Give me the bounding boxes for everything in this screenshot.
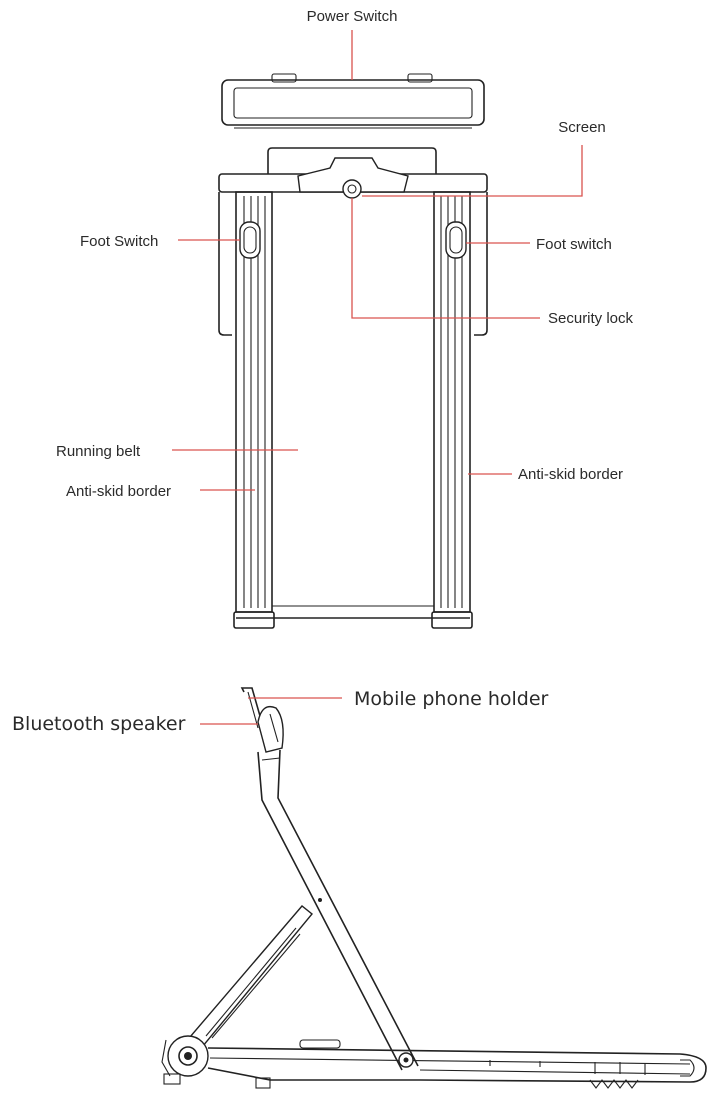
- upright-column-front: [257, 751, 403, 1071]
- console-clip-right: [407, 73, 433, 83]
- screen-hub: [297, 157, 409, 193]
- side-handle-right: [474, 192, 488, 336]
- rear-feet: [589, 1079, 639, 1089]
- handle-bracket: [267, 147, 437, 174]
- label-mobile-phone-holder: Mobile phone holder: [354, 688, 549, 710]
- label-foot-switch-left: Foot Switch: [80, 233, 158, 250]
- phone-holder-shape: [240, 687, 265, 731]
- security-lock-knob: [342, 179, 362, 199]
- console-clip-left: [271, 73, 297, 83]
- deck-frame: [207, 1047, 707, 1083]
- rear-foot-right: [431, 611, 473, 629]
- foot-switch-right-shape: [445, 221, 467, 259]
- label-screen: Screen: [558, 119, 606, 136]
- top-view-callouts: [172, 30, 583, 491]
- label-anti-skid-left: Anti-skid border: [66, 483, 171, 500]
- upright-column-back: [277, 749, 419, 1067]
- label-bluetooth-speaker: Bluetooth speaker: [12, 713, 186, 735]
- treadmill-top-view: [218, 73, 488, 629]
- label-foot-switch-right: Foot switch: [536, 236, 612, 253]
- callout-screen: [362, 145, 583, 197]
- treadmill-side-view: [161, 687, 707, 1089]
- label-anti-skid-right: Anti-skid border: [518, 466, 623, 483]
- bluetooth-speaker-shape: [257, 705, 284, 753]
- label-power-switch: Power Switch: [307, 8, 398, 25]
- console-housing: [221, 79, 485, 126]
- side-handle-left: [218, 192, 232, 336]
- security-lock-center: [347, 184, 357, 194]
- rear-foot-left: [233, 611, 275, 629]
- label-running-belt: Running belt: [56, 443, 141, 460]
- label-security-lock: Security lock: [548, 310, 634, 327]
- callout-security-lock: [351, 198, 540, 319]
- console-panel: [233, 87, 473, 119]
- side-view-callouts: [200, 697, 342, 725]
- support-strut: [182, 905, 313, 1053]
